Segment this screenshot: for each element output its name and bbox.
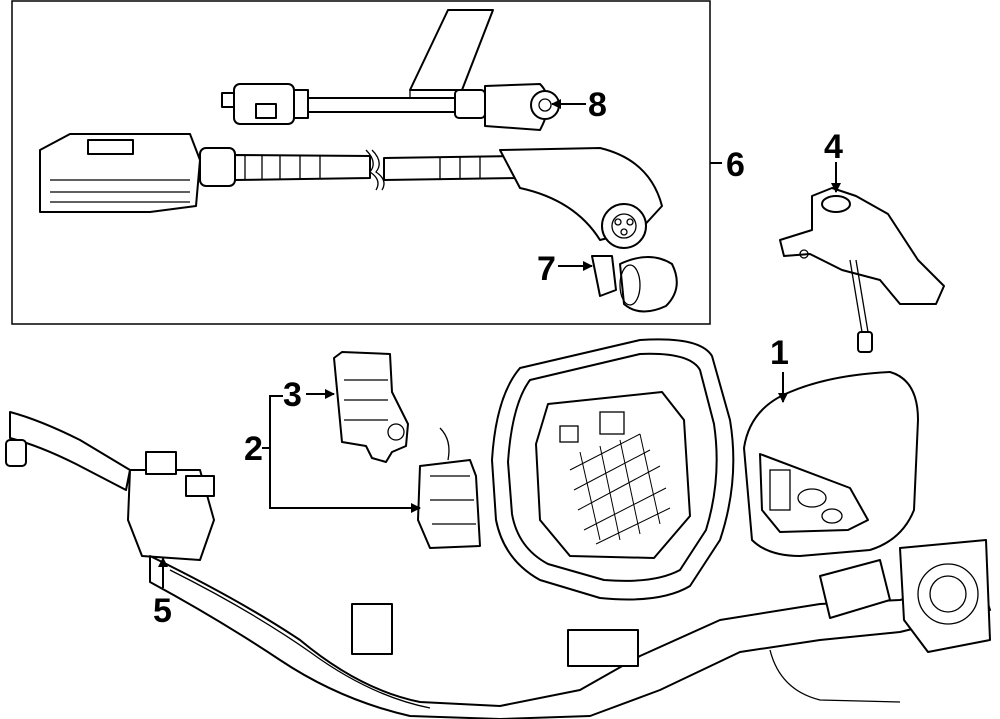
callout-6: 6	[726, 146, 745, 184]
charge-cable-part	[39, 133, 663, 249]
charge-port-housing-part	[417, 427, 481, 549]
callout-1: 1	[770, 334, 789, 372]
charge-port-lid-part	[743, 371, 919, 557]
callout-7: 7	[537, 250, 556, 288]
control-module-part	[333, 351, 409, 463]
lock-actuator-part	[779, 187, 945, 353]
callout-3: 3	[283, 376, 302, 414]
adapter-cable-part	[221, 9, 560, 131]
charging-harness-part	[5, 411, 991, 719]
callout-5: 5	[153, 592, 172, 630]
connector-cap-part	[591, 255, 678, 313]
charge-port-frame-part	[491, 338, 735, 601]
leader-2	[269, 395, 421, 513]
callout-4: 4	[824, 128, 843, 166]
callout-2: 2	[244, 430, 263, 468]
callout-8: 8	[588, 86, 607, 124]
